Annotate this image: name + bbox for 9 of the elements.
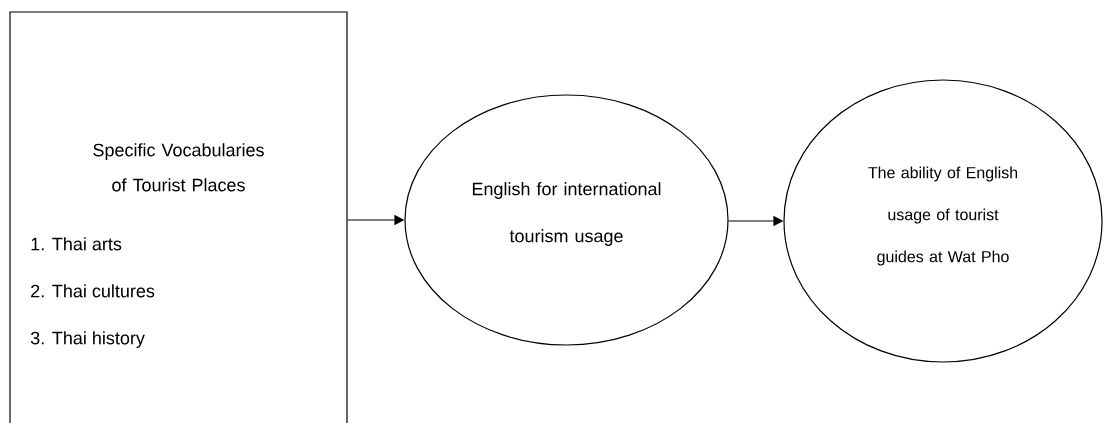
process-box — [9, 11, 348, 423]
ellipse-node — [783, 79, 1103, 363]
list-item: 1. Thai arts — [31, 237, 122, 251]
list-item: 2. Thai cultures — [31, 284, 155, 298]
heading: Specific Vocabularies of Tourist Places — [93, 143, 264, 192]
list-item: 3. Thai history — [30, 331, 145, 348]
node-label: English for international tourism usage — [472, 182, 661, 246]
node-label: The ability of English usage of tourist guides at Wat Pho — [868, 166, 1018, 266]
ellipse-node — [404, 94, 729, 346]
